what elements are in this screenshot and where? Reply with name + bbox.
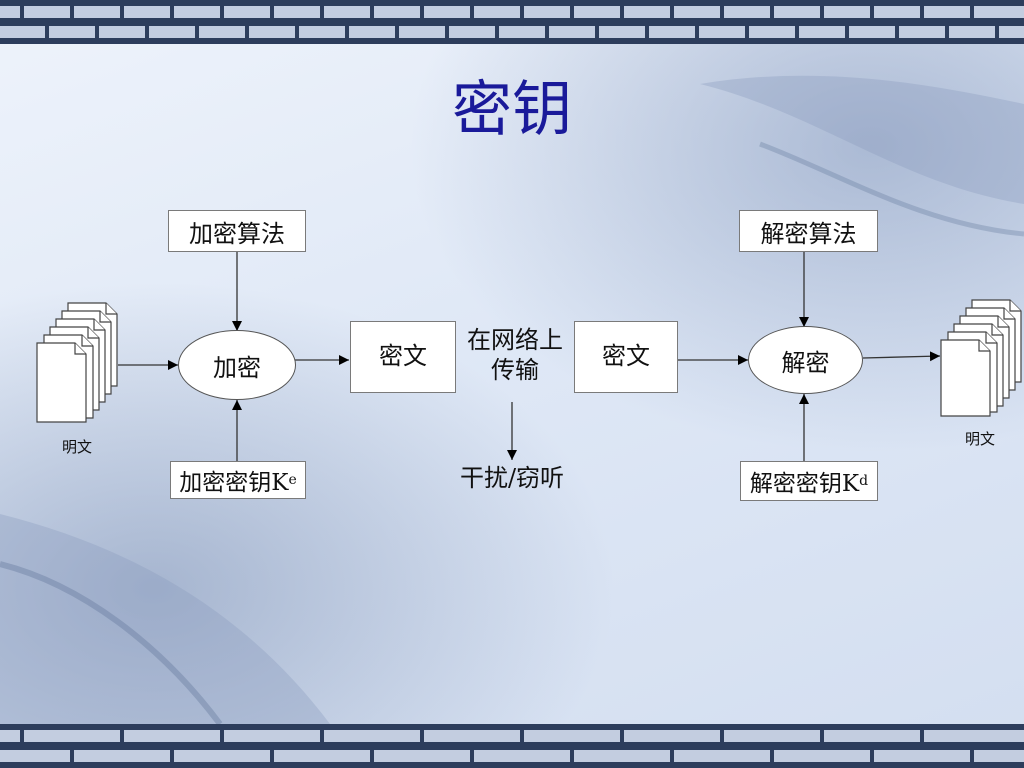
encrypt-algorithm-label: 加密算法	[189, 219, 285, 248]
ciphertext-left-label: 密文	[379, 342, 427, 370]
bottom-frame-band	[0, 724, 1024, 768]
arrow-decrypt-to-plaintext	[862, 351, 941, 362]
encrypt-node: 加密	[178, 330, 296, 400]
network-line-2: 传输	[491, 356, 539, 384]
ciphertext-box-left: 密文	[350, 321, 456, 393]
network-line-1: 在网络上	[467, 326, 563, 354]
decrypt-node: 解密	[748, 326, 863, 394]
decrypt-node-label: 解密	[781, 348, 830, 377]
ciphertext-right-label: 密文	[602, 342, 650, 370]
background-wash	[0, 44, 1024, 724]
network-transfer-label: 在网络上 传输	[456, 325, 574, 385]
top-frame-band	[0, 0, 1024, 44]
decrypt-algorithm-box: 解密算法	[739, 210, 878, 252]
document-stack-icon	[36, 302, 118, 423]
decrypt-key-label: 解密密钥K	[749, 471, 860, 497]
decrypt-key-subscript: d	[859, 473, 869, 489]
decrypt-algorithm-label: 解密算法	[760, 219, 857, 248]
slide-title: 密钥	[452, 75, 572, 145]
encrypt-node-label: 加密	[213, 353, 261, 382]
plaintext-right-label: 明文	[964, 430, 995, 448]
encrypt-algorithm-box: 加密算法	[168, 210, 306, 252]
encrypt-key-label: 加密密钥K	[179, 470, 289, 496]
interference-label: 干扰/窃听	[459, 464, 565, 492]
encrypt-key-subscript: e	[288, 472, 297, 488]
plaintext-left-label: 明文	[61, 438, 92, 456]
document-stack-icon	[940, 299, 1022, 417]
ciphertext-box-right: 密文	[574, 321, 678, 393]
